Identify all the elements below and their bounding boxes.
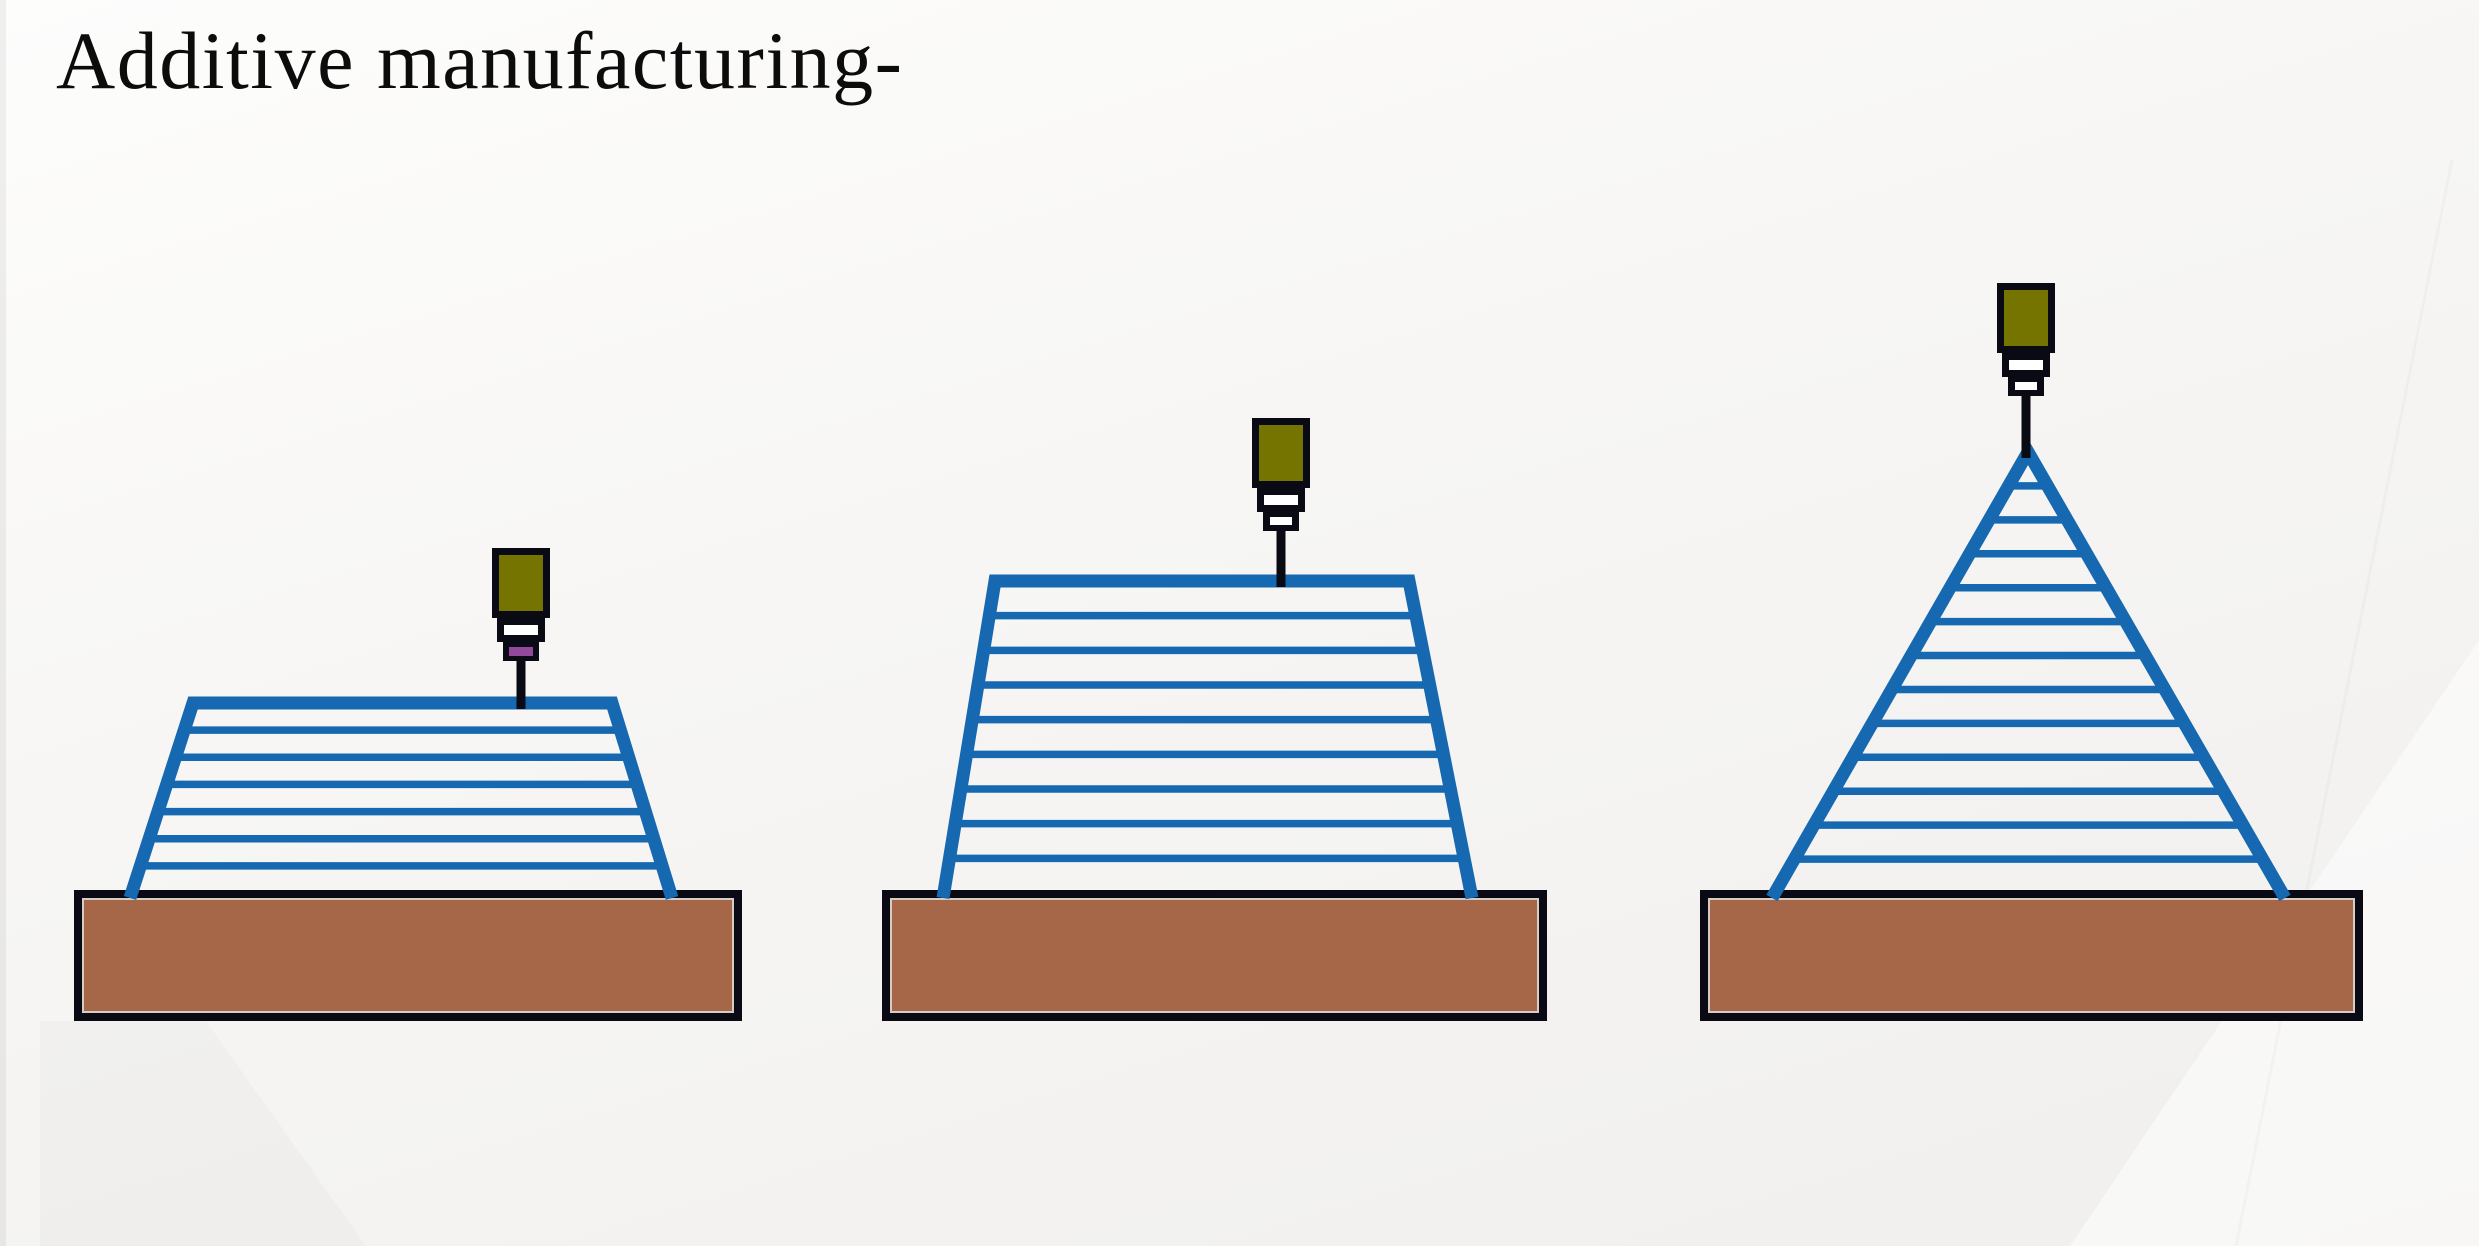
build-plate-surface	[1708, 898, 2355, 1013]
part-outline	[936, 574, 1479, 900]
nozzle-body	[2004, 290, 2048, 346]
nozzle-tip-purple	[509, 647, 533, 656]
nozzle-stem	[516, 658, 526, 709]
nozzle-tip	[1270, 517, 1292, 525]
am-stage-3	[1700, 283, 2363, 1021]
am-stage-2	[882, 418, 1547, 1021]
part-outline	[123, 696, 679, 900]
build-plate-surface	[890, 898, 1539, 1013]
am-stage-1	[74, 548, 742, 1021]
nozzle-body	[499, 555, 543, 611]
nozzle-stem	[1276, 528, 1286, 587]
nozzle-tip	[2015, 382, 2037, 390]
bg-diagonal-band-left	[40, 1021, 366, 1246]
layered-part	[936, 574, 1479, 900]
layered-part	[123, 696, 679, 900]
nozzle-neck	[2009, 360, 2043, 370]
layered-part	[1766, 438, 2291, 902]
nozzle-neck	[1264, 495, 1298, 505]
print-head-icon	[1997, 283, 2055, 458]
nozzle-stem	[2021, 393, 2031, 458]
print-head-icon	[492, 548, 550, 709]
slide-title: Additive manufacturing-	[56, 15, 904, 106]
print-head-icon	[1252, 418, 1310, 587]
build-plate-surface	[82, 898, 734, 1013]
nozzle-body	[1259, 425, 1303, 481]
nozzle-neck	[504, 625, 538, 635]
